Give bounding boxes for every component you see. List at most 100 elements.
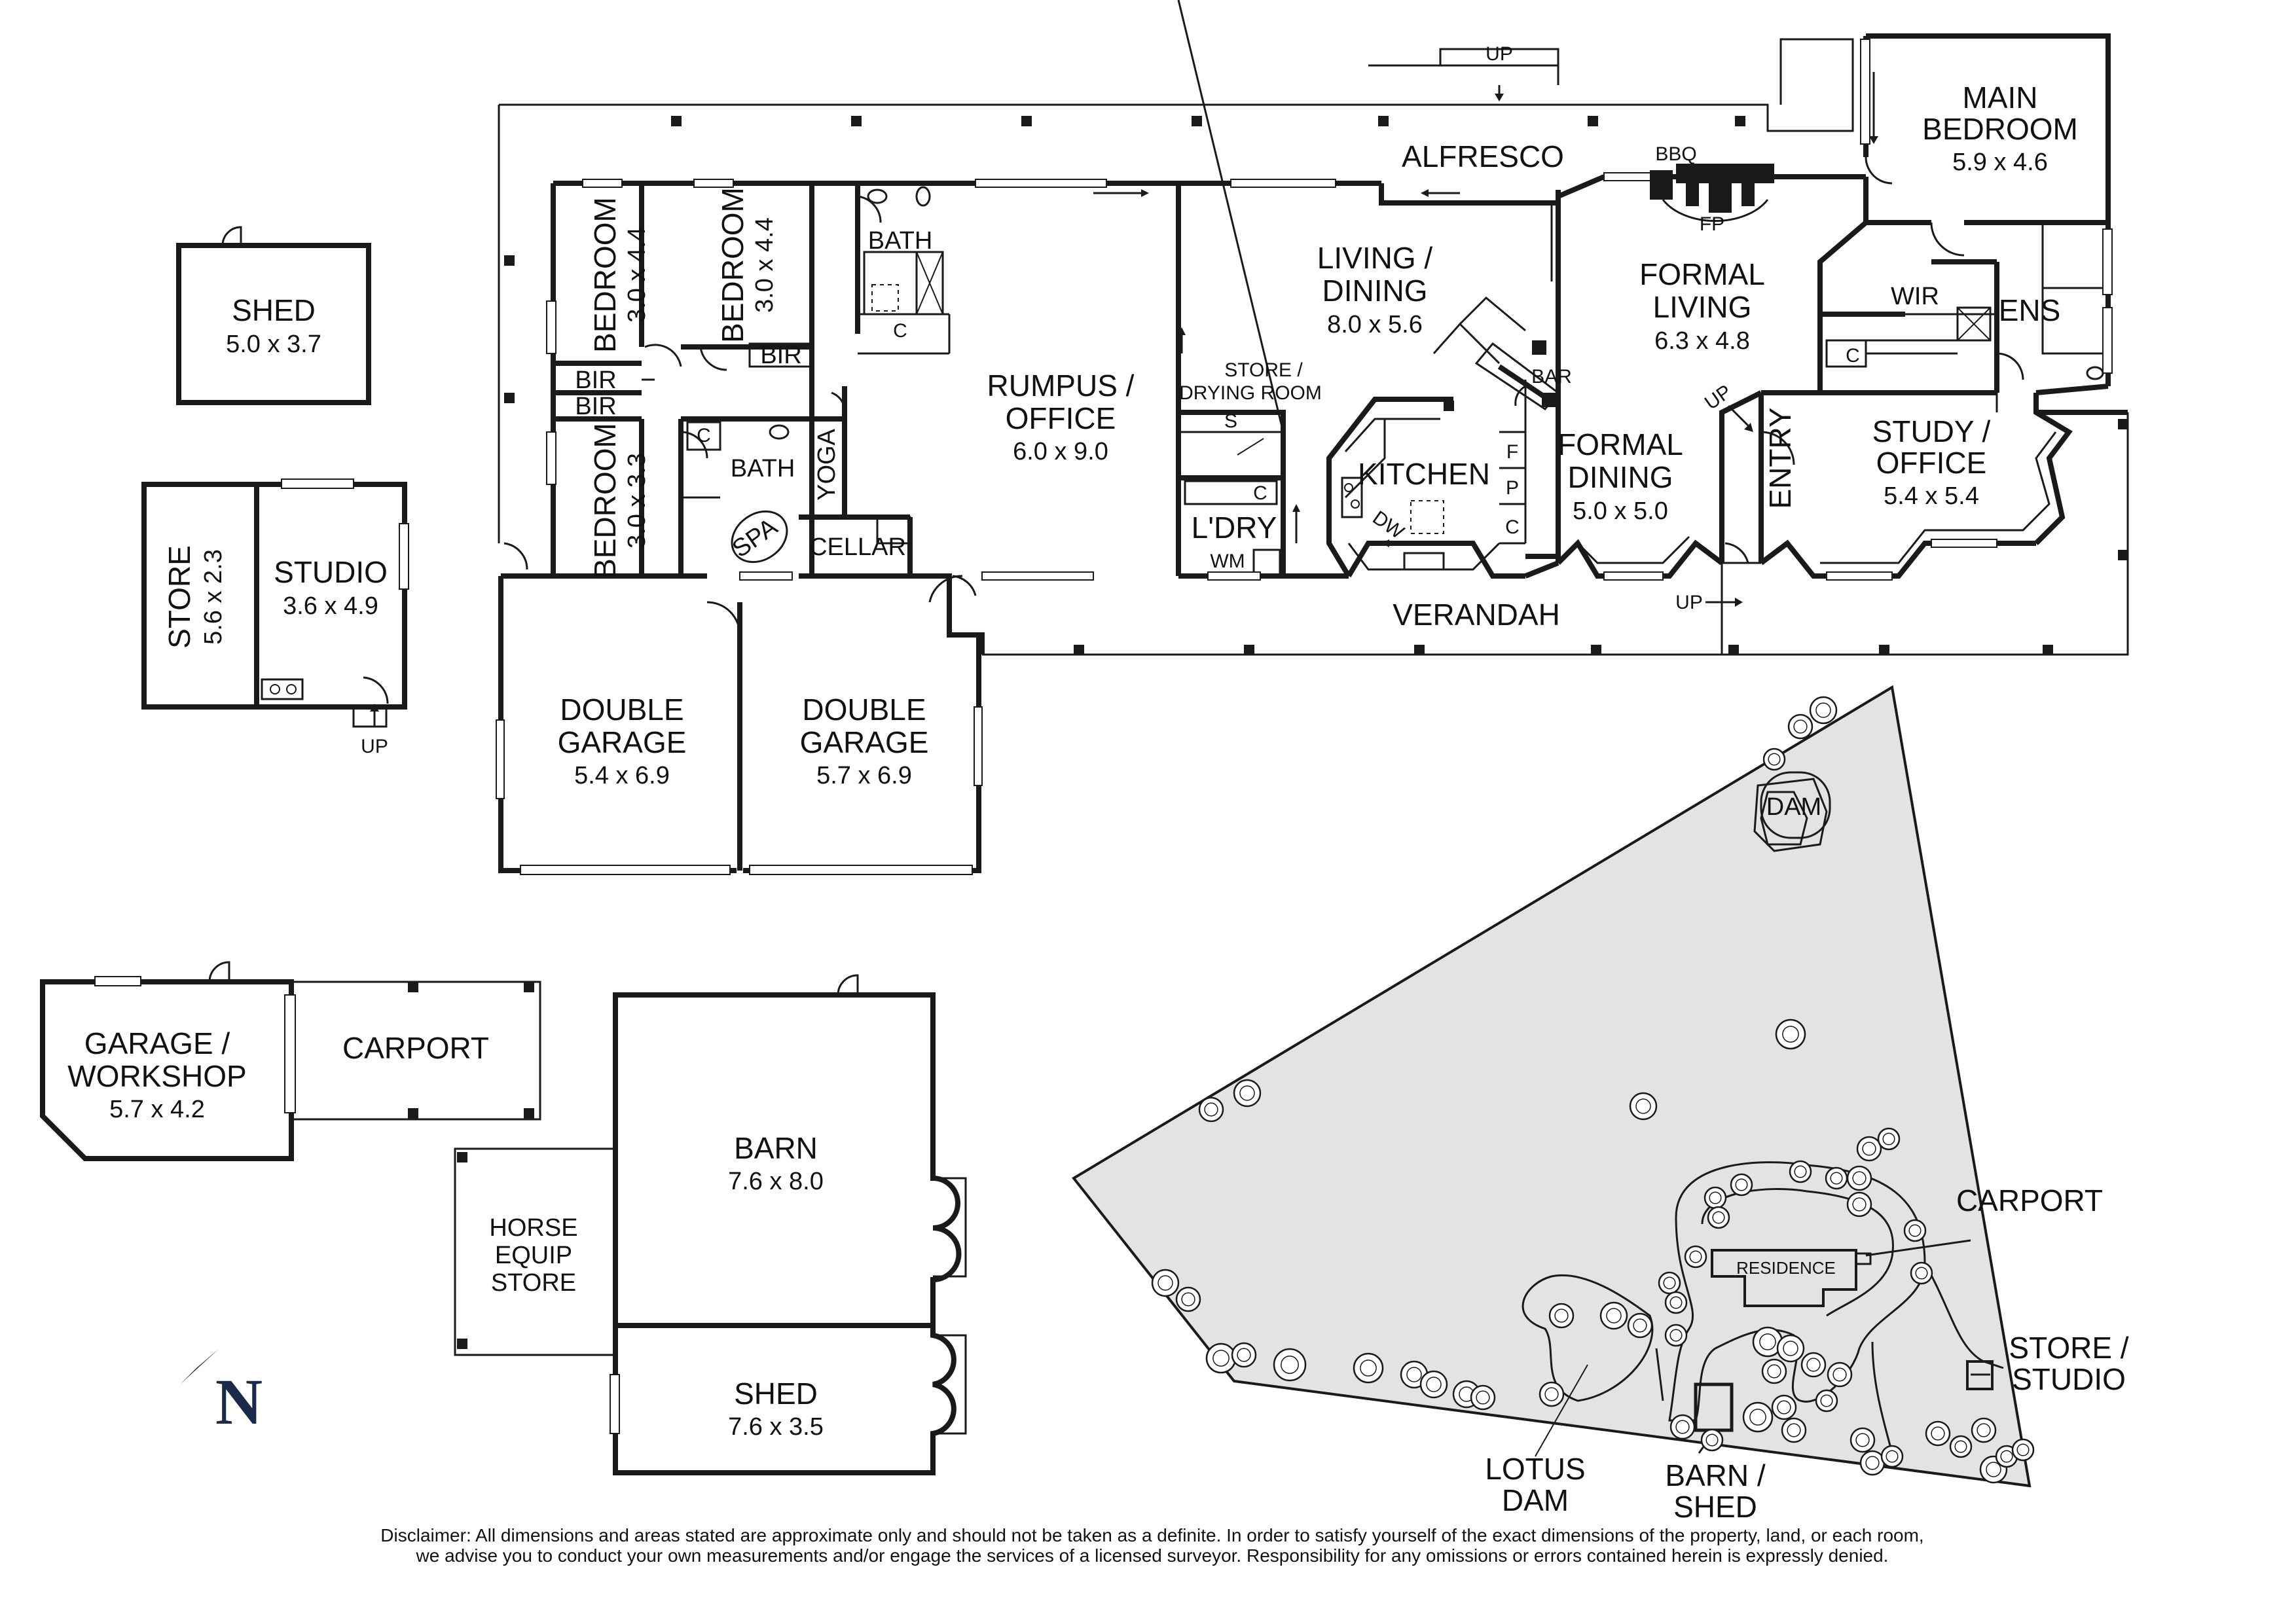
site-dam-label: DAM (1766, 793, 1821, 821)
main-bedroom-dims: 5.9 x 4.6 (1952, 149, 2048, 176)
tree-icon (1910, 1261, 1933, 1285)
tree-inner-icon (1554, 1308, 1569, 1323)
tree-inner-icon (1977, 1423, 1991, 1437)
formal-living-label-1: FORMAL (1639, 257, 1765, 291)
tree-inner-icon (1606, 1308, 1622, 1324)
rumpus-dims: 6.0 x 9.0 (1013, 438, 1108, 465)
study-dims: 5.4 x 5.4 (1884, 482, 1979, 510)
tree-inner-icon (1852, 1197, 1867, 1212)
formal-living-label-2: LIVING (1653, 290, 1752, 324)
tree-inner-icon (1862, 1142, 1876, 1156)
tree-inner-icon (1544, 1387, 1559, 1401)
tree-icon (1664, 1324, 1688, 1347)
kitchen-f-label: F (1506, 441, 1518, 463)
shed-barn-label: SHED (734, 1377, 818, 1411)
tree-icon (1771, 1394, 1797, 1420)
workshop-carport-building: GARAGE / WORKSHOP 5.7 x 4.2 CARPORT (40, 961, 541, 1161)
tree-inner-icon (1759, 1333, 1776, 1350)
tree-inner-icon (1633, 1318, 1647, 1333)
tree-inner-icon (1406, 1367, 1422, 1382)
shed-small-dims: 5.0 x 3.7 (226, 331, 321, 358)
tree-inner-icon (1768, 753, 1781, 766)
garage2-dims: 5.7 x 6.9 (816, 762, 912, 789)
tree-inner-icon (1806, 1358, 1821, 1372)
bedroom3-label: BEDROOM (588, 423, 622, 579)
store-drying-label-2: DRYING ROOM (1179, 382, 1322, 404)
tree-icon (1775, 1018, 1806, 1050)
compass-n-label: N (215, 1365, 263, 1438)
tree-inner-icon (1669, 1296, 1683, 1309)
store-label: STORE (162, 545, 196, 649)
tree-inner-icon (1675, 1420, 1690, 1434)
bedroom1-dims: 3.0 x 4.4 (623, 227, 651, 323)
tree-inner-icon (1820, 1394, 1833, 1407)
tree-icon (1707, 1206, 1730, 1229)
tree-icon (1205, 1343, 1237, 1374)
bbq-label: BBQ (1655, 143, 1696, 165)
verandah-posts (504, 116, 2128, 655)
site-lotus-label-2: DAM (1502, 1483, 1569, 1517)
cellar-label: CELLAR (809, 533, 906, 561)
tree-icon (1859, 1450, 1886, 1476)
site-barn-label-1: BARN / (1665, 1458, 1766, 1492)
tree-inner-icon (1635, 1098, 1651, 1114)
tree-inner-icon (1735, 1178, 1748, 1191)
wir-c-label: C (1846, 345, 1860, 367)
bath1-label: BATH (868, 227, 933, 255)
tree-icon (1776, 1334, 1805, 1363)
tree-icon (1353, 1352, 1384, 1384)
store-drying-label-1: STORE / (1224, 359, 1303, 381)
studio-label: STUDIO (274, 555, 388, 589)
horse-store-label-3: STORE (491, 1269, 576, 1297)
formal-dining-label-1: FORMAL (1558, 427, 1683, 461)
tree-icon (1151, 1269, 1180, 1297)
tree-inner-icon (1787, 1423, 1801, 1437)
tree-icon (1233, 1079, 1262, 1108)
shed-small-label: SHED (232, 293, 316, 327)
tree-icon (1856, 1136, 1882, 1162)
tree-inner-icon (1852, 1171, 1867, 1185)
tree-icon (1419, 1370, 1448, 1399)
bath1-c-label: C (893, 320, 907, 342)
tree-inner-icon (1476, 1390, 1490, 1405)
tree-icon (1827, 1361, 1853, 1388)
tree-inner-icon (1749, 1409, 1766, 1426)
store-s-label: S (1224, 410, 1237, 432)
store-dims: 5.6 x 2.3 (200, 549, 227, 645)
tree-icon (1669, 1414, 1696, 1440)
tree-icon (1231, 1342, 1257, 1368)
bedroom2-label: BEDROOM (716, 187, 750, 343)
barn-label: BARN (734, 1131, 818, 1165)
tree-inner-icon (1886, 1450, 1899, 1463)
tree-icon (1700, 1428, 1724, 1452)
barn-dims: 7.6 x 8.0 (728, 1168, 824, 1195)
tree-icon (1761, 1358, 1787, 1384)
tree-inner-icon (1212, 1350, 1230, 1367)
formal-dining-dims: 5.0 x 5.0 (1573, 497, 1668, 525)
site-residence-label: RESIDENCE (1736, 1258, 1836, 1278)
tree-icon (1198, 1096, 1224, 1123)
horse-store-label-2: EQUIP (495, 1242, 572, 1269)
fp-label: FP (1700, 213, 1724, 235)
kitchen-c-label: C (1505, 516, 1520, 538)
site-trees (1151, 696, 2035, 1484)
site-plan: DAM RESIDENCE CARPORT STORE / STUDIO BAR… (1072, 685, 2129, 1524)
site-store-label-1: STORE / (2009, 1331, 2128, 1365)
bedroom3-dims: 3.0 x 3.3 (623, 453, 651, 549)
tree-inner-icon (1882, 1132, 1895, 1145)
garage-workshop-label-1: GARAGE / (84, 1026, 230, 1060)
tree-icon (1175, 1286, 1201, 1312)
bir-label-1: BIR (575, 367, 616, 394)
rumpus-label-2: OFFICE (1006, 401, 1116, 435)
garage2-label-2: GARAGE (800, 725, 929, 759)
site-lotus-label-1: LOTUS (1485, 1452, 1585, 1486)
site-store-label-2: STUDIO (2012, 1362, 2126, 1396)
tree-icon (1730, 1173, 1753, 1197)
main-bedroom-label-1: MAIN (1963, 81, 2038, 115)
verandah-label: VERANDAH (1393, 598, 1560, 632)
tree-inner-icon (1767, 1364, 1781, 1379)
tree-inner-icon (2000, 1450, 2013, 1463)
tree-inner-icon (1777, 1400, 1791, 1415)
garage1-label-2: GARAGE (558, 725, 687, 759)
